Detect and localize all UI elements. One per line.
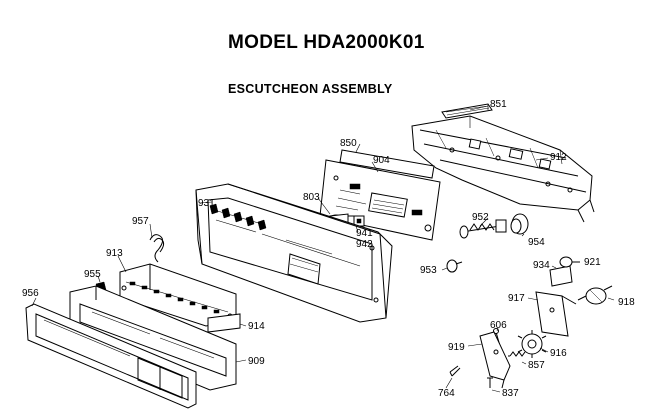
part-919-lever: [479, 331, 511, 389]
part-857-spring: [508, 351, 526, 357]
part-954-cap: [510, 213, 529, 235]
part-916-gear: [517, 330, 547, 358]
part-914-label: [207, 313, 241, 333]
callout-953: 953: [420, 265, 437, 276]
part-850-label: [339, 149, 435, 179]
part-934-plate: [549, 265, 573, 287]
callout-941: 941: [356, 228, 373, 239]
part-917-bracket: [535, 291, 577, 337]
callout-803: 803: [303, 192, 320, 203]
model-title: MODEL HDA2000K01: [228, 32, 425, 53]
part-837-fastener: [487, 377, 493, 388]
callout-909: 909: [248, 356, 265, 367]
part-956-frame: [25, 303, 197, 409]
callout-914: 914: [248, 321, 265, 332]
callout-954: 954: [528, 237, 545, 248]
callout-955: 955: [84, 269, 101, 280]
callout-934: 934: [533, 260, 550, 271]
assembly-subtitle: ESCUTCHEON ASSEMBLY: [228, 82, 393, 96]
part-953-knob: [446, 259, 463, 273]
panel-key-row: [209, 203, 267, 231]
callout-912: 912: [550, 152, 567, 163]
callout-942: 942: [356, 239, 373, 250]
callout-956: 956: [22, 288, 39, 299]
callout-764: 764: [438, 388, 455, 399]
part-913-circuit: [119, 263, 237, 327]
callout-917: 917: [508, 293, 525, 304]
part-918-actuator: [577, 285, 613, 305]
callout-606: 606: [490, 320, 507, 331]
callout-952: 952: [472, 212, 489, 223]
callout-857: 857: [528, 360, 545, 371]
circuit-contacts: [129, 281, 220, 314]
callout-913: 913: [106, 248, 123, 259]
callout-904: 904: [373, 155, 390, 166]
callout-837: 837: [502, 388, 519, 399]
part-851-strip: [441, 103, 493, 119]
part-921-cap: [559, 256, 580, 268]
leader-lines: [31, 105, 615, 393]
callout-851: 851: [490, 99, 507, 110]
callout-labels: 851 912 850 904 803 931 941 942 952 954 …: [22, 99, 635, 399]
part-912-bracket: [411, 115, 595, 223]
part-764-pin: [449, 365, 461, 377]
callout-931: 931: [198, 198, 215, 209]
part-957-wire: [149, 234, 165, 263]
callout-957: 957: [132, 216, 149, 227]
part-931-escutcheon: [195, 183, 393, 323]
callout-921: 921: [584, 257, 601, 268]
callout-850: 850: [340, 138, 357, 149]
callout-919: 919: [448, 342, 465, 353]
callout-918: 918: [618, 297, 635, 308]
callout-916: 916: [550, 348, 567, 359]
